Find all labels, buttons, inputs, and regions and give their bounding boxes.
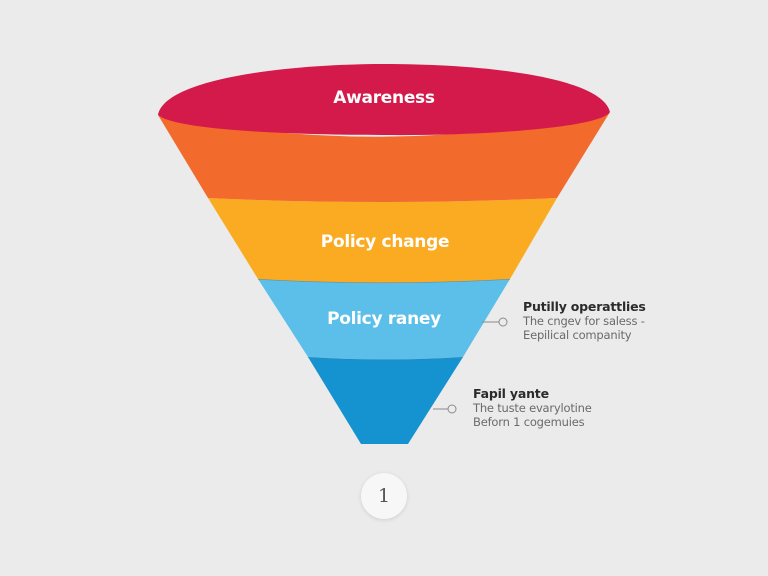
annotation-text: Eepilical companity bbox=[523, 328, 632, 342]
funnel-stage-5 bbox=[308, 357, 463, 444]
page-number: 1 bbox=[377, 485, 391, 507]
funnel-stage-1 bbox=[158, 64, 610, 136]
annotation-text: The cngev for saless - bbox=[523, 314, 645, 328]
annotation-1: Putilly operattlies The cngev for saless… bbox=[523, 299, 646, 343]
stage-label-policy-change: Policy change bbox=[320, 232, 450, 252]
annotation-2: Fapil yante The tuste evarylotine Beforn… bbox=[473, 386, 592, 430]
annotation-title: Fapil yante bbox=[473, 386, 549, 401]
funnel-stage-3 bbox=[208, 198, 557, 283]
funnel-stage-2 bbox=[158, 112, 610, 202]
annotation-text: Beforn 1 cogemuies bbox=[473, 415, 585, 429]
stage-label-policy-raney: Policy raney bbox=[327, 309, 441, 329]
connector-2 bbox=[433, 404, 457, 414]
stage-label-awareness: Awareness bbox=[333, 88, 435, 108]
connector-1 bbox=[482, 317, 508, 327]
page-number-button[interactable]: 1 bbox=[361, 473, 407, 519]
annotation-title: Putilly operattlies bbox=[523, 299, 646, 314]
funnel-stage-4 bbox=[258, 279, 510, 360]
annotation-text: The tuste evarylotine bbox=[473, 401, 592, 415]
